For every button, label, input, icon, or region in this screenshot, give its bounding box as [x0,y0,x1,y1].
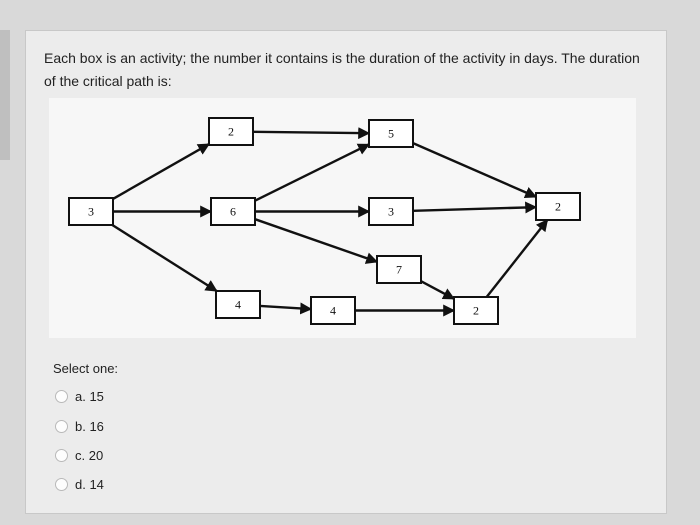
radio-c[interactable] [55,448,68,462]
activity-duration-label: 5 [388,127,394,141]
activity-duration-label: 3 [88,205,94,219]
activity-duration-label: 6 [230,205,236,219]
activity-box-n2b: 2 [535,192,581,221]
activity-box-n5: 5 [368,119,414,148]
option-b[interactable]: b. 16 [55,417,104,435]
activity-box-n6: 6 [210,197,256,226]
background-panel-edge [0,30,10,160]
activity-box-rect [208,117,254,146]
option-d-label: d. 14 [75,476,104,492]
arrow-n4a-to-n4b [259,302,313,315]
arrow-n3b-to-n2b [412,201,538,214]
arrow-n6-to-n5 [254,143,371,202]
activity-box-rect [535,192,581,221]
radio-b[interactable] [55,419,68,433]
activity-duration-label: 2 [555,200,561,214]
activity-box-n2a: 2 [208,117,254,146]
option-d[interactable]: d. 14 [55,475,104,493]
activity-box-n2c: 2 [453,296,499,325]
activity-box-rect [310,296,356,325]
activity-box-rect [368,197,414,226]
option-b-label: b. 16 [75,418,104,434]
activity-duration-label: 7 [396,263,402,277]
activity-duration-label: 4 [235,298,241,312]
activity-box-n4b: 4 [310,296,356,325]
arrow-n5-to-n2b [412,142,538,199]
activity-duration-label: 2 [473,304,479,318]
activity-duration-label: 2 [228,125,234,139]
question-text: Each box is an activity; the number it c… [44,50,640,89]
activity-duration-label: 4 [330,304,336,318]
arrow-n2a-to-n5 [252,127,371,140]
select-one-label: Select one: [53,361,119,376]
activity-box-rect [210,197,256,226]
activity-box-rect [453,296,499,325]
activity-box-rect [376,255,422,284]
activity-box-n7: 7 [376,255,422,284]
question-card: Each box is an activity; the number it c… [25,30,667,514]
activity-box-n3: 3 [68,197,114,226]
activity-box-n3b: 3 [368,197,414,226]
radio-a[interactable] [55,389,68,403]
network-diagram-svg: 3 2 6 4 4 5 3 7 2 2 [68,117,581,325]
arrow-n6-to-n7 [254,218,379,264]
arrow-n3-to-n4a [111,223,218,293]
activity-box-rect [215,290,261,319]
option-c[interactable]: c. 20 [55,446,103,464]
activity-box-rect [368,119,414,148]
arrow-n2c-to-n2b [485,219,549,298]
option-a-label: a. 15 [75,388,104,404]
option-a[interactable]: a. 15 [55,387,104,405]
activity-box-n4a: 4 [215,290,261,319]
radio-d[interactable] [55,477,68,491]
arrow-n3-to-n2a [112,143,211,200]
arrow-n7-to-n2c [420,280,456,300]
option-c-label: c. 20 [75,447,104,463]
network-diagram: 3 2 6 4 4 5 3 7 2 2 [49,98,636,338]
activity-duration-label: 3 [388,205,394,219]
activity-box-rect [68,197,114,226]
